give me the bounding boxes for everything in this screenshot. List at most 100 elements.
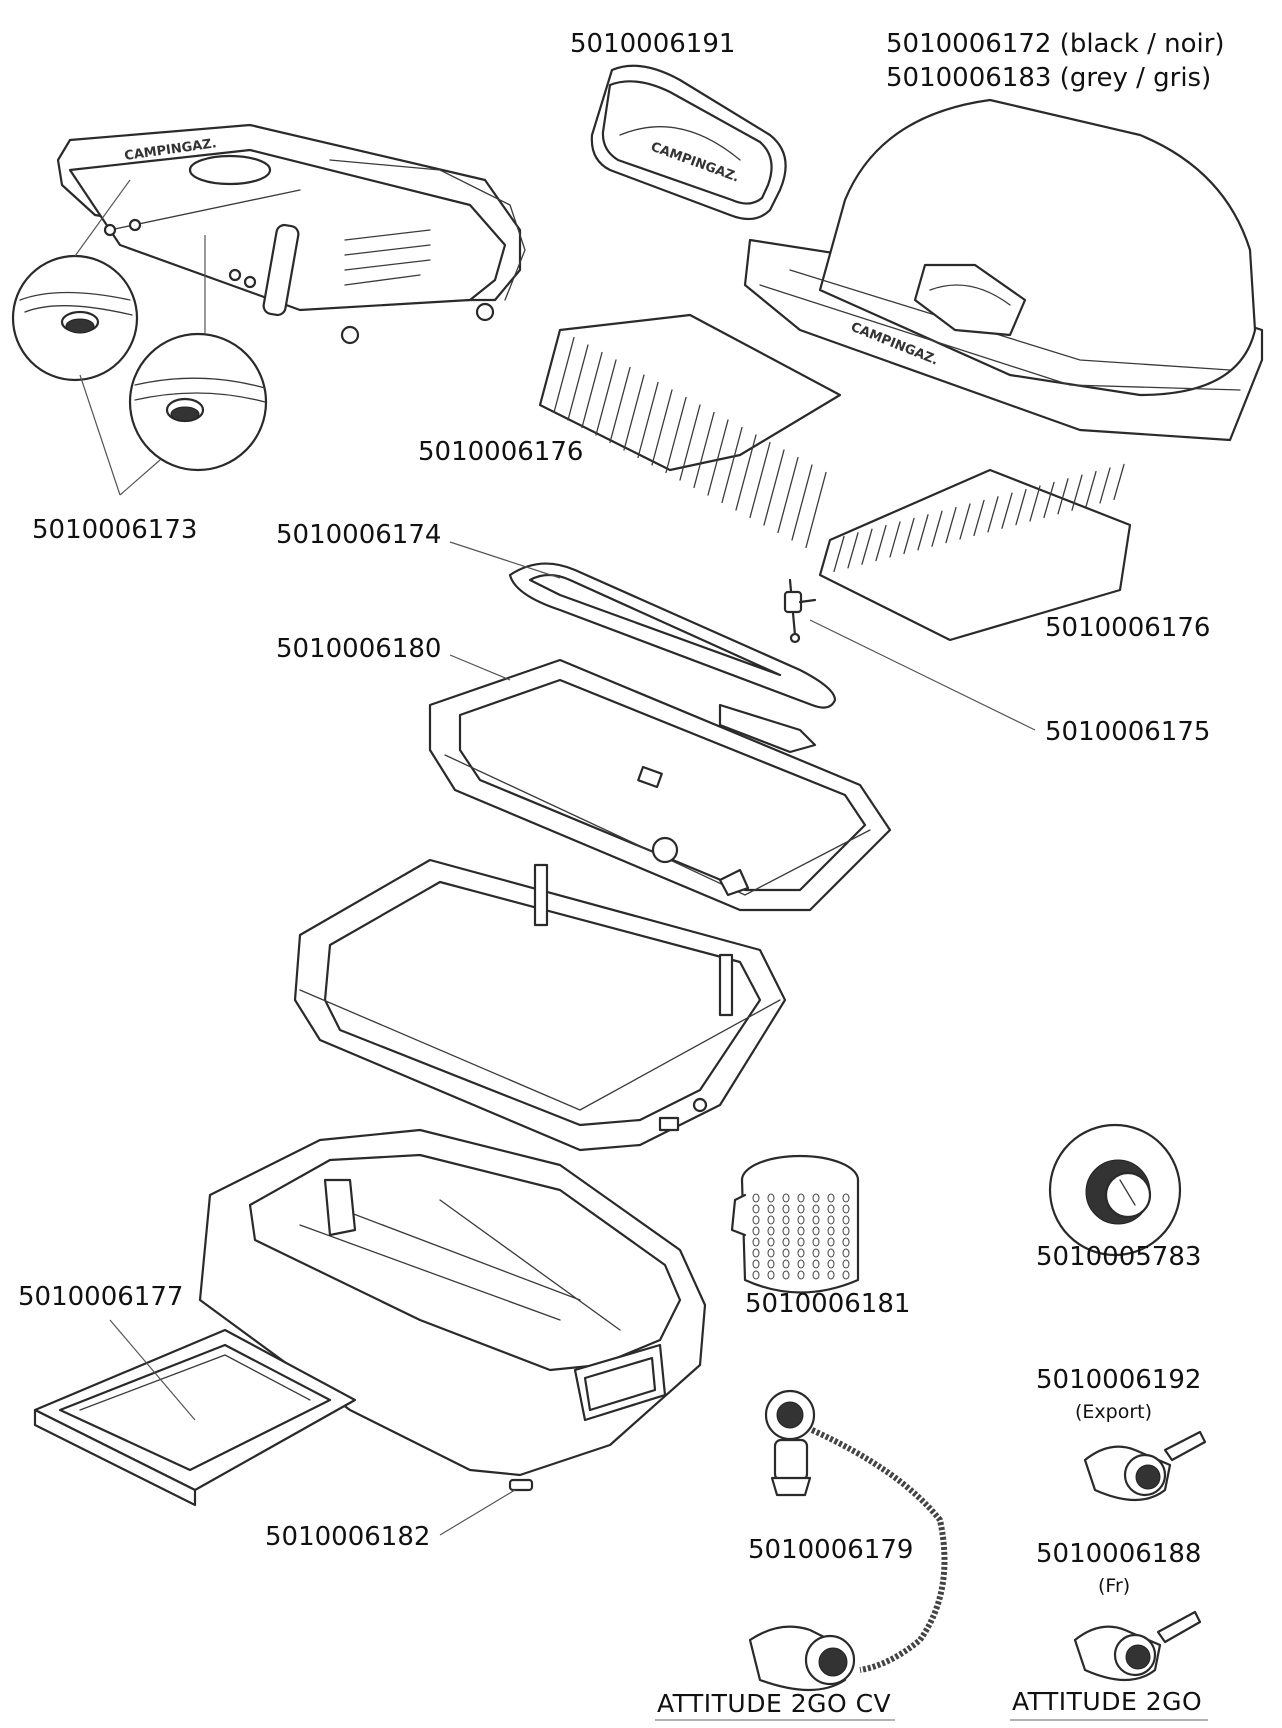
burner-tube-drawing — [508, 562, 837, 754]
lid-feet-detail-circles — [11, 179, 268, 496]
grid-bar — [609, 366, 631, 444]
label-body-pan: 5010006180 — [276, 634, 441, 664]
basket-hole — [842, 1215, 850, 1225]
caption-attitude-2go: ATTITUDE 2GO — [1012, 1687, 1202, 1716]
grid-bar — [637, 381, 659, 459]
basket-hole — [842, 1248, 850, 1258]
frame-drawing — [293, 858, 787, 1152]
grid-bar — [959, 503, 971, 540]
basket-drawing — [730, 1154, 860, 1294]
grid-bar — [903, 517, 915, 555]
grid-bar — [651, 389, 673, 466]
basket-hole — [752, 1259, 760, 1269]
basket-hole — [752, 1248, 760, 1258]
basket-hole — [812, 1193, 820, 1203]
basket-hole — [812, 1259, 820, 1269]
basket-hole — [782, 1259, 790, 1269]
basket-hole — [752, 1270, 760, 1280]
grid-bar — [1113, 463, 1125, 501]
basket-hole — [827, 1237, 835, 1247]
basket-hole — [797, 1237, 805, 1247]
grid-bar — [931, 510, 943, 547]
basket-hole — [782, 1226, 790, 1236]
basket-hole — [812, 1204, 820, 1214]
grid-bar — [1057, 478, 1069, 515]
grid-bar — [623, 374, 645, 451]
basket-hole — [827, 1204, 835, 1214]
grid-bar — [1015, 488, 1027, 526]
grid-bar — [777, 456, 799, 534]
basket-hole — [767, 1193, 775, 1203]
igniter-electrode-drawing — [783, 578, 817, 644]
grid-bar — [679, 404, 701, 481]
grid-bar — [917, 514, 929, 551]
basket-hole — [782, 1237, 790, 1247]
cooking-grid-right-drawing — [818, 463, 1132, 642]
model-captions: ATTITUDE 2GO CV ATTITUDE 2GO — [655, 1687, 1208, 1721]
label-lid-black: 5010006172 (black / noir) — [886, 29, 1225, 59]
grid-bar — [1029, 485, 1041, 522]
grid-bar — [553, 336, 575, 414]
grid-bar — [1043, 481, 1055, 519]
caption-attitude-2go-cv: ATTITUDE 2GO CV — [657, 1689, 891, 1718]
regulator-fr-drawing — [1073, 1610, 1202, 1681]
basket-hole — [812, 1248, 820, 1258]
basket-hole — [782, 1248, 790, 1258]
basket-hole — [797, 1259, 805, 1269]
body-pan-drawing — [428, 658, 892, 912]
grid-bar — [1099, 467, 1111, 504]
closed-lid-drawing: CAMPINGAZ. — [743, 98, 1264, 442]
label-base-feet: 5010006182 — [265, 1522, 430, 1552]
basket-hole — [767, 1204, 775, 1214]
basket-hole — [797, 1226, 805, 1236]
label-lid-feet: 5010006173 — [32, 515, 197, 545]
basket-hole — [797, 1204, 805, 1214]
basket-hole — [827, 1226, 835, 1236]
drip-tray-drawing — [33, 1328, 357, 1507]
leader-lines — [109, 541, 1036, 1536]
grid-bar — [693, 411, 715, 489]
grid-bar — [567, 344, 589, 421]
grid-bar — [847, 532, 859, 569]
basket-hole — [767, 1259, 775, 1269]
grid-bar — [749, 441, 771, 519]
basket-hole — [752, 1226, 760, 1236]
label-thermometer: 5010006191 — [570, 29, 735, 59]
basket-hole — [812, 1270, 820, 1280]
label-grid-right: 5010006176 — [1045, 613, 1210, 643]
basket-hole — [752, 1215, 760, 1225]
basket-hole — [812, 1237, 820, 1247]
grid-bar — [945, 506, 957, 544]
label-basket: 5010006181 — [745, 1289, 910, 1319]
grid-bar — [875, 524, 887, 562]
label-regulator-export-sub: (Export) — [1075, 1401, 1152, 1423]
basket-hole — [842, 1259, 850, 1269]
label-knob: 5010005783 — [1036, 1242, 1201, 1272]
basket-hole — [812, 1226, 820, 1236]
label-regulator-export: 5010006192 — [1036, 1365, 1201, 1395]
grid-bar — [1071, 474, 1083, 511]
label-burner: 5010006174 — [276, 520, 441, 550]
basket-hole — [752, 1237, 760, 1247]
basket-hole — [767, 1248, 775, 1258]
basket-hole — [782, 1270, 790, 1280]
part-labels: 5010006191 5010006172 (black / noir) 501… — [18, 29, 1225, 1597]
hose-and-regulator-drawing — [748, 1389, 948, 1692]
grid-bar — [735, 434, 757, 511]
grid-bar — [861, 528, 873, 565]
basket-hole — [767, 1237, 775, 1247]
grid-bar — [595, 359, 617, 436]
lid-underside-drawing: CAMPINGAZ. — [56, 123, 526, 345]
basket-hole — [767, 1226, 775, 1236]
basket-hole — [782, 1215, 790, 1225]
grid-bar — [763, 449, 785, 526]
basket-hole — [797, 1270, 805, 1280]
basket-hole — [782, 1204, 790, 1214]
basket-hole — [842, 1204, 850, 1214]
grid-bar — [987, 496, 999, 533]
basket-hole — [797, 1248, 805, 1258]
label-regulator-fr-sub: (Fr) — [1098, 1575, 1130, 1597]
grid-bar — [889, 521, 901, 558]
basket-hole — [827, 1215, 835, 1225]
